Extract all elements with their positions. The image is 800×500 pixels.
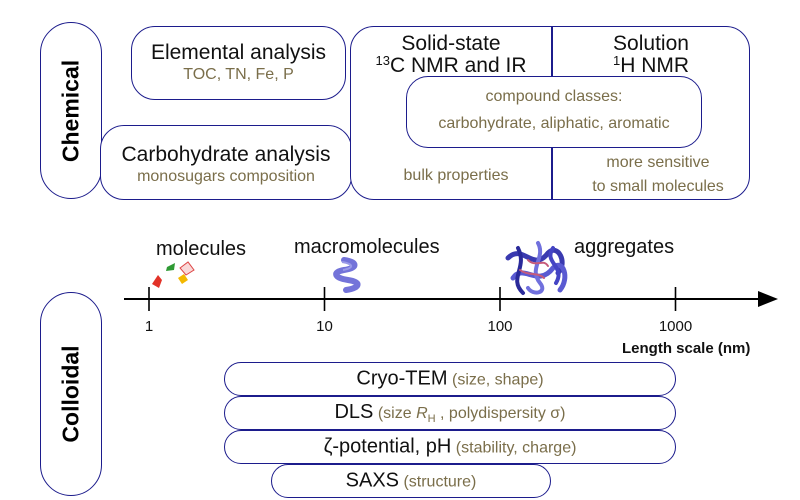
compound-classes-line1: compound classes: [485,88,623,105]
solid-state-title: Solid-state 13C NMR and IR [351,33,551,79]
solid-state-line2-text: C NMR and IR [389,54,527,77]
method-saxs: SAXS (structure) [271,464,551,498]
axis-tick-label: 10 [316,318,333,335]
solid-state-line1: Solid-state [401,32,501,55]
dls-detail-symbol: R [416,404,428,422]
compound-classes-line2: carbohydrate, aliphatic, aromatic [438,115,670,132]
macromolecules-label: macromolecules [294,236,440,258]
carbohydrate-analysis-detail: monosugars composition [137,168,315,185]
saxs-detail: (structure) [403,473,477,491]
dls-detail-sub: H [427,413,436,426]
zeta-line: ζ-potential, pH (stability, charge) [225,436,675,459]
cryo-tem-name: Cryo-TEM [356,367,448,390]
compound-classes-box: compound classes: carbohydrate, aliphati… [406,76,702,148]
axis-tick-label: 1000 [658,318,693,335]
carbohydrate-analysis-title: Carbohydrate analysis [121,143,331,166]
macromolecule-helix-icon [333,257,361,293]
molecules-label: molecules [156,238,247,260]
colloidal-label-box: Colloidal [40,292,102,496]
zeta-name: ζ-potential, pH [323,435,452,458]
axis-tick-label: 1 [144,318,154,335]
cryo-tem-line: Cryo-TEM (size, shape) [225,368,675,391]
elemental-analysis-title: Elemental analysis [150,41,327,64]
method-cryo-tem: Cryo-TEM (size, shape) [224,362,676,396]
cryo-tem-detail: (size, shape) [451,371,544,389]
solution-isotope: 1 [612,53,621,68]
solution-line2: 1H NMR [551,53,751,79]
dls-detail-prefix: (size [377,404,417,422]
method-dls: DLS (size RH , polydispersity σ) [224,396,676,430]
saxs-name: SAXS [345,469,399,492]
dls-detail-suffix: , polydispersity σ) [435,404,566,422]
length-scale-axis [124,287,778,311]
carbohydrate-analysis-box: Carbohydrate analysis monosugars composi… [100,125,352,200]
solution-line1: Solution [613,32,689,55]
dls-name: DLS [334,400,374,423]
solution-detail: more sensitive to small molecules [563,151,753,199]
nmr-divider-top [551,27,553,77]
chemical-label: Chemical [57,59,84,162]
axis-title: Length scale (nm) [622,340,751,357]
solution-line2-text: H NMR [620,54,690,77]
protein-aggregate-icon [505,241,568,295]
colloidal-label: Colloidal [57,345,84,443]
solid-state-detail: bulk properties [403,167,509,184]
solid-state-line2: 13C NMR and IR [351,53,551,79]
solution-detail-line1: more sensitive [606,154,710,171]
nmr-divider-bottom [551,147,553,200]
molecule-fragments-icon [152,261,195,288]
dls-detail: (size RH , polydispersity σ) [377,404,566,426]
method-zeta-potential: ζ-potential, pH (stability, charge) [224,430,676,464]
axis-tick-label: 100 [487,318,513,335]
dls-line: DLS (size RH , polydispersity σ) [225,401,675,425]
chemical-label-box: Chemical [40,22,102,199]
solution-detail-line2: to small molecules [592,178,724,195]
axis-arrowhead [758,291,778,307]
elemental-analysis-box: Elemental analysis TOC, TN, Fe, P [131,26,346,100]
aggregates-label: aggregates [574,236,675,258]
saxs-line: SAXS (structure) [272,470,550,493]
zeta-detail: (stability, charge) [455,439,577,457]
solution-title: Solution 1H NMR [551,33,751,79]
solid-state-isotope: 13 [375,53,390,68]
elemental-analysis-detail: TOC, TN, Fe, P [183,66,294,83]
